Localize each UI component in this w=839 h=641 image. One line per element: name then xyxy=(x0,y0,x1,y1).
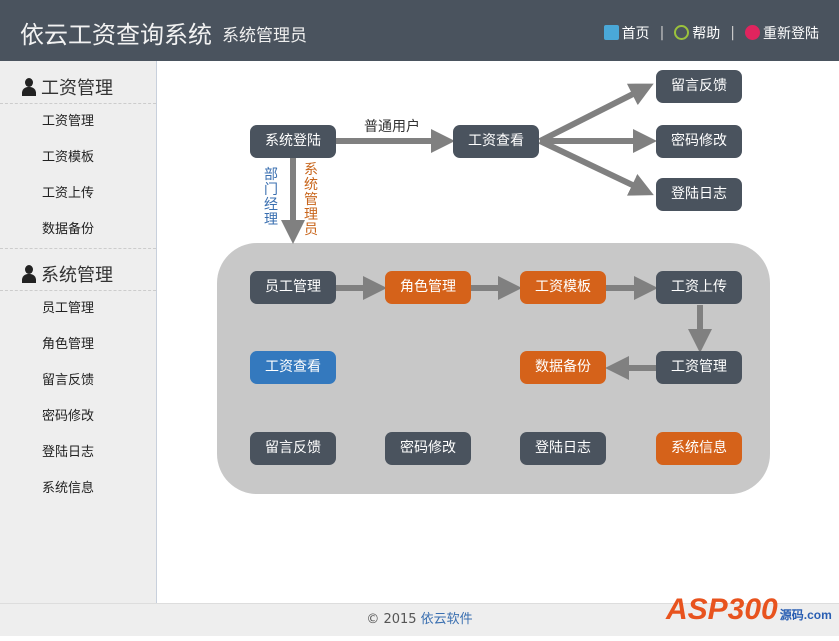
sidebar: 工资管理 工资管理 工资模板 工资上传 数据备份 系统管理 员工管理 角色管理 … xyxy=(0,61,157,603)
section-label: 系统管理 xyxy=(41,265,113,286)
logo-suffix: 源码.com xyxy=(779,608,832,622)
section-label: 工资管理 xyxy=(41,77,113,99)
template-node[interactable]: 工资模板 xyxy=(520,271,606,304)
backup-node[interactable]: 数据备份 xyxy=(520,351,606,384)
help-icon xyxy=(674,25,690,40)
divider: | xyxy=(659,25,665,41)
dept-manager-label: 部门经理 xyxy=(264,167,278,228)
login-node[interactable]: 系统登陆 xyxy=(250,125,336,158)
admin-label: 系统管理员 xyxy=(304,162,318,238)
relogin-link[interactable]: 重新登陆 xyxy=(745,23,819,43)
footer: © 2015 依云软件 xyxy=(0,603,839,636)
user-icon xyxy=(20,265,38,283)
sidebar-item[interactable]: 角色管理 xyxy=(42,337,95,352)
sidebar-item[interactable]: 工资管理 xyxy=(42,114,95,129)
sidebar-item[interactable]: 密码修改 xyxy=(42,409,95,424)
header: 依云工资查询系统 系统管理员 首页 | 帮助 | 重新登陆 xyxy=(0,0,839,61)
feedback-node[interactable]: 留言反馈 xyxy=(656,70,742,103)
sidebar-item[interactable]: 登陆日志 xyxy=(42,445,95,460)
salary-manage-node[interactable]: 工资管理 xyxy=(656,351,742,384)
sidebar-item[interactable]: 留言反馈 xyxy=(42,373,95,388)
sidebar-item[interactable]: 工资上传 xyxy=(42,186,95,201)
upload-node[interactable]: 工资上传 xyxy=(656,271,742,304)
normal-user-label: 普通用户 xyxy=(364,119,420,135)
home-icon xyxy=(603,25,619,40)
company-link[interactable]: 依云软件 xyxy=(420,612,473,627)
home-label: 首页 xyxy=(621,26,650,42)
sidebar-item[interactable]: 员工管理 xyxy=(42,301,95,316)
system-info-node[interactable]: 系统信息 xyxy=(656,432,742,465)
relogin-icon xyxy=(745,25,760,40)
sidebar-item[interactable]: 系统信息 xyxy=(42,481,95,496)
app-title: 依云工资查询系统 xyxy=(20,21,212,49)
sidebar-item[interactable]: 数据备份 xyxy=(42,222,95,237)
relogin-label: 重新登陆 xyxy=(763,26,819,42)
admin-view-node[interactable]: 工资查看 xyxy=(250,351,336,384)
sidebar-section-system[interactable]: 系统管理 xyxy=(0,248,156,291)
top-links: 首页 | 帮助 | 重新登陆 xyxy=(603,23,819,43)
help-label: 帮助 xyxy=(692,26,721,42)
role-node[interactable]: 角色管理 xyxy=(385,271,471,304)
admin-log-node[interactable]: 登陆日志 xyxy=(520,432,606,465)
sidebar-item[interactable]: 工资模板 xyxy=(42,150,95,165)
arrow xyxy=(538,83,654,144)
log-node[interactable]: 登陆日志 xyxy=(656,178,742,211)
employee-node[interactable]: 员工管理 xyxy=(250,271,336,304)
admin-password-node[interactable]: 密码修改 xyxy=(385,432,471,465)
sidebar-section-salary[interactable]: 工资管理 xyxy=(0,61,156,104)
admin-feedback-node[interactable]: 留言反馈 xyxy=(250,432,336,465)
view-node[interactable]: 工资查看 xyxy=(453,125,539,158)
help-link[interactable]: 帮助 xyxy=(674,23,720,43)
user-icon xyxy=(20,77,38,96)
divider: | xyxy=(730,25,735,41)
password-node[interactable]: 密码修改 xyxy=(656,125,742,158)
home-link[interactable]: 首页 xyxy=(603,23,650,43)
arrow xyxy=(538,138,654,196)
logo-text: ASP300 xyxy=(666,593,778,626)
copyright: © 2015 xyxy=(366,612,417,627)
user-role: 系统管理员 xyxy=(222,26,307,46)
